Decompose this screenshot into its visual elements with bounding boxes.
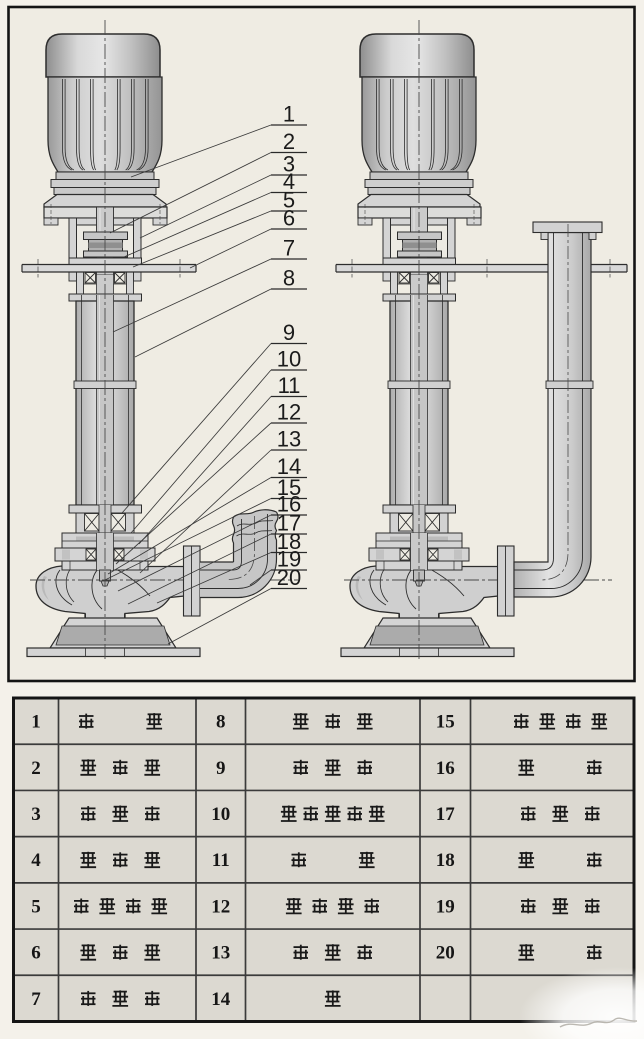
svg-text:19: 19 [436, 897, 455, 918]
svg-text:8: 8 [283, 266, 295, 291]
svg-text:6: 6 [31, 943, 41, 964]
svg-text:12: 12 [277, 400, 301, 425]
svg-text:14: 14 [277, 454, 301, 479]
svg-text:1: 1 [283, 102, 295, 127]
svg-text:18: 18 [277, 529, 301, 554]
svg-text:20: 20 [436, 943, 455, 964]
svg-text:18: 18 [436, 850, 455, 871]
svg-text:4: 4 [283, 169, 295, 194]
svg-text:3: 3 [283, 152, 295, 177]
svg-text:10: 10 [211, 804, 230, 825]
svg-text:2: 2 [283, 129, 295, 154]
svg-text:15: 15 [277, 475, 301, 500]
svg-text:6: 6 [283, 206, 295, 231]
svg-text:16: 16 [277, 492, 301, 517]
svg-text:7: 7 [283, 236, 295, 261]
svg-text:4: 4 [31, 850, 41, 871]
svg-text:2: 2 [31, 758, 41, 779]
svg-text:15: 15 [436, 712, 455, 733]
svg-text:10: 10 [277, 347, 301, 372]
svg-text:13: 13 [277, 427, 301, 452]
svg-text:1: 1 [31, 712, 41, 733]
svg-text:17: 17 [277, 511, 301, 536]
svg-text:9: 9 [283, 320, 295, 345]
svg-text:17: 17 [436, 804, 456, 825]
svg-text:3: 3 [31, 804, 41, 825]
svg-text:11: 11 [278, 373, 301, 398]
svg-text:16: 16 [436, 758, 455, 779]
svg-text:8: 8 [216, 712, 226, 733]
svg-text:12: 12 [211, 897, 230, 918]
svg-text:7: 7 [31, 989, 41, 1010]
svg-text:11: 11 [212, 850, 230, 871]
svg-text:5: 5 [31, 897, 41, 918]
svg-text:14: 14 [211, 989, 231, 1010]
svg-text:9: 9 [216, 758, 226, 779]
svg-text:5: 5 [283, 188, 295, 213]
svg-text:13: 13 [211, 943, 230, 964]
svg-text:20: 20 [277, 565, 301, 590]
svg-text:19: 19 [277, 547, 301, 572]
